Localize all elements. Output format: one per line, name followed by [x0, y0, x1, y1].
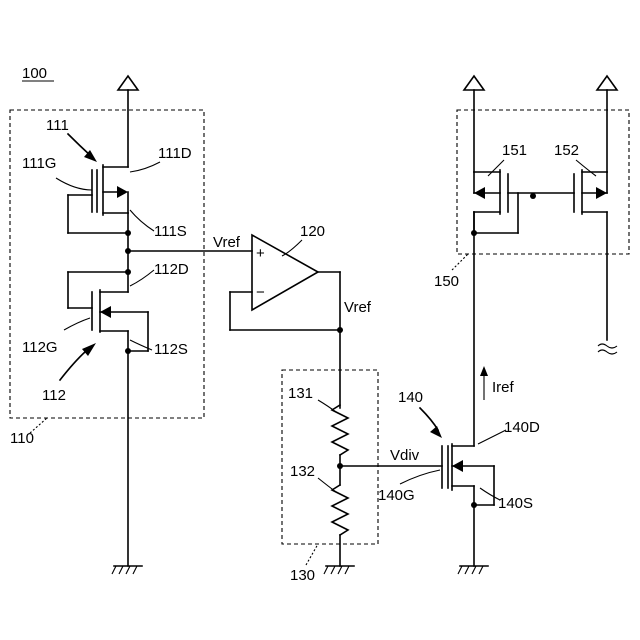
iref-label: Iref [492, 379, 515, 396]
transistor-111 [68, 165, 128, 251]
label-111S: 111S [154, 223, 187, 240]
supply-terminal-mirror-right [597, 76, 617, 172]
supply-terminal-left [118, 76, 138, 167]
op-amp-minus-sign: − [256, 284, 265, 301]
transistor-140 [442, 444, 494, 505]
label-112: 112 [42, 387, 66, 404]
ground-right [458, 505, 488, 574]
label-132: 132 [290, 463, 315, 480]
label-140G: 140G [378, 487, 415, 504]
transistor-151 [474, 170, 574, 233]
label-140S: 140S [498, 495, 533, 512]
op-amp-plus-sign: + [256, 245, 265, 262]
ground-middle [324, 535, 354, 574]
ground-left [112, 351, 142, 574]
vref-input-label: Vref [213, 234, 241, 251]
vref-output-label: Vref [344, 299, 372, 316]
label-151: 151 [502, 142, 527, 159]
svg-text:100: 100 [22, 65, 47, 82]
mirror-block-label: 150 [434, 273, 459, 290]
resistor-131 [332, 405, 348, 455]
label-112G: 112G [22, 339, 58, 356]
label-152: 152 [554, 142, 579, 159]
resistor-132 [332, 485, 348, 535]
divider-block-label: 130 [290, 567, 315, 584]
label-112D: 112D [154, 261, 189, 278]
label-131: 131 [288, 385, 313, 402]
supply-terminal-mirror-left [464, 76, 484, 172]
figure-number: 100 [22, 65, 54, 82]
continuation-symbol [598, 344, 617, 354]
label-111D: 111D [158, 145, 192, 162]
label-111G: 111G [22, 155, 56, 172]
vdiv-label: Vdiv [390, 447, 420, 464]
label-120: 120 [300, 223, 325, 240]
transistor-112 [68, 251, 148, 351]
label-111: 111 [46, 117, 69, 134]
label-140: 140 [398, 389, 423, 406]
op-amp-120: + − [230, 235, 340, 408]
transistor-152 [574, 170, 607, 340]
iref-arrow [480, 366, 488, 400]
label-112S: 112S [154, 341, 188, 358]
label-140D: 140D [504, 419, 540, 436]
